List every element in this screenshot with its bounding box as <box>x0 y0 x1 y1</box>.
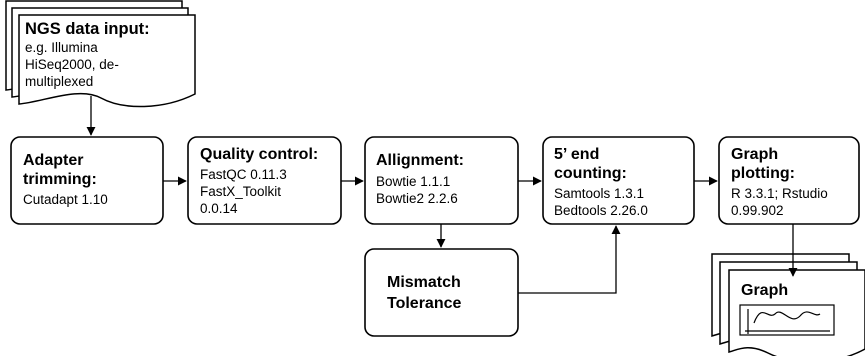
step-box-graph-plotting <box>718 136 860 225</box>
input-doc-line: HiSeq2000, de- <box>25 57 119 72</box>
step-tool: Samtools 1.3.1 <box>554 186 645 201</box>
input-doc-line: multiplexed <box>25 74 94 89</box>
step-tool: R 3.3.1; Rstudio <box>731 186 828 201</box>
step-tool: Bedtools 2.26.0 <box>554 203 648 218</box>
step-title: 5’ end <box>554 146 600 163</box>
step-tool: FastX_Toolkit <box>200 184 282 199</box>
step-title: plotting: <box>731 165 795 182</box>
input-doc-line: e.g. Illumina <box>25 40 98 55</box>
output-doc-title: Graph <box>741 282 789 299</box>
mini-graph-curve <box>753 311 821 324</box>
step-title: Adapter <box>23 152 84 169</box>
mismatch-label: Tolerance <box>387 295 462 312</box>
mismatch-label: Mismatch <box>387 274 461 291</box>
step-tool: Cutadapt 1.10 <box>23 192 108 207</box>
step-tool: FastQC 0.11.3 <box>200 167 287 182</box>
input-doc-title: NGS data input: <box>25 20 150 38</box>
input-document-stack <box>5 0 196 108</box>
step-tool: Bowtie2 2.2.6 <box>376 191 458 206</box>
step-tool: 0.99.902 <box>731 203 784 218</box>
step-tool: Bowtie 1.1.1 <box>376 174 451 189</box>
step-title: counting: <box>554 165 627 182</box>
output-document-stack <box>711 253 865 356</box>
step-tool: 0.0.14 <box>200 201 238 216</box>
step-title: trimming: <box>23 171 97 188</box>
step-title: Quality control: <box>200 146 319 163</box>
step-title: Allignment: <box>376 152 464 169</box>
step-title: Graph <box>731 146 779 163</box>
arrow-mismatch-to-counting <box>518 225 621 294</box>
